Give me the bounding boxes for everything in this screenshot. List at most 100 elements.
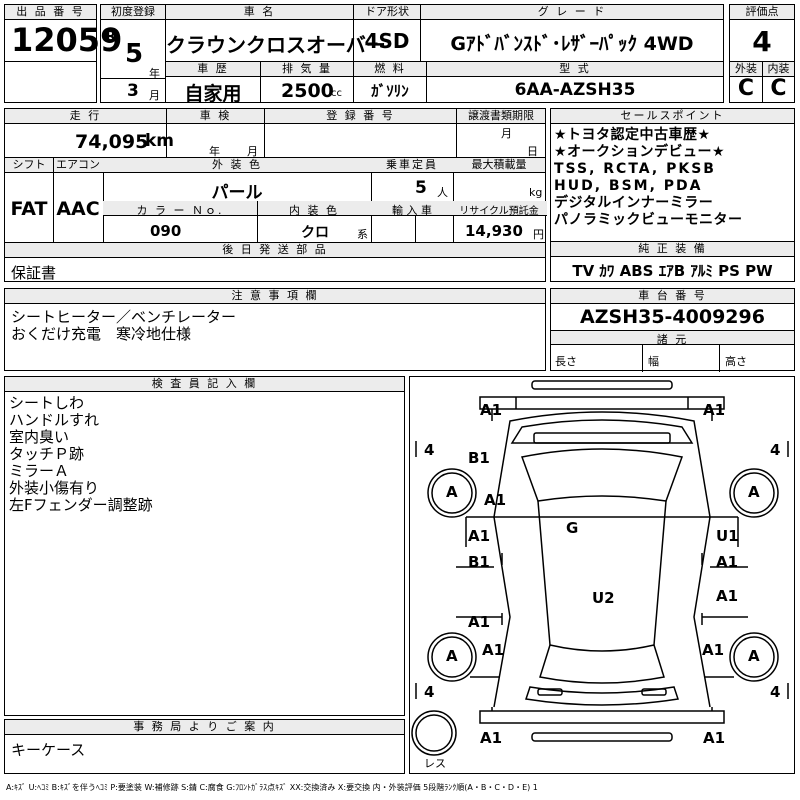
int-grade-label: 内装 (763, 62, 794, 77)
lot-number: 12059 (11, 21, 123, 59)
history-cell: 車 歴 自家用 (165, 61, 261, 105)
fuel-cell: 燃 料 ｶﾞｿﾘﾝ (353, 61, 427, 103)
model-label: 型 式 (427, 62, 723, 77)
grade-cell: グ レ ー ド Gｱﾄﾞﾊﾞﾝｽﾄﾞ･ﾚｻﾞｰﾊﾟｯｸ 4WD (420, 4, 724, 62)
lot-number-cell: 出 品 番 号 12059 (4, 4, 122, 62)
score: 4 (752, 25, 772, 58)
history: 自家用 (184, 83, 242, 105)
transfer-label: 譲渡書類期限 (457, 109, 545, 124)
mark-wheel-rr: A (748, 647, 760, 665)
mark-trunk: U2 (592, 589, 615, 607)
sales-points-cell: セールスポイント ★トヨタ認定中古車歴★ ★オークションデビュー★ TSS, R… (550, 108, 795, 242)
inspector-notes-cell: 検 査 員 記 入 欄 シートしわ ハンドルすれ 室内臭い タッチＰ跡 ミラーＡ… (4, 376, 405, 716)
recycle-unit: 円 (533, 228, 544, 241)
mileage-cell: 走 行 74,095 km (4, 108, 174, 158)
transfer-cell: 譲渡書類期限 月 日 (456, 108, 546, 158)
mark-door-fr-1: U1 (716, 527, 739, 545)
first-registration-label: 初度登録 (101, 5, 165, 20)
mark-rear-right: A1 (703, 729, 726, 747)
fuel-label: 燃 料 (354, 62, 426, 77)
capacity: 5 (415, 178, 427, 198)
shift: FAT (10, 198, 48, 220)
displacement: 2500 (281, 80, 334, 102)
mark-wheel-fr: A (748, 483, 760, 501)
mark-quarter-left: A1 (482, 641, 505, 659)
int-grade-cell: 内装 C (762, 61, 795, 103)
car-name: クラウンクロスオーバー (166, 33, 386, 57)
inspection-year-unit: 年 (209, 145, 220, 158)
model: 6AA-AZSH35 (514, 80, 636, 100)
inspector-note: シートしわ (9, 394, 85, 412)
mark-wheel-rl: A (446, 647, 458, 665)
door-cell: ドア形状 4SD (353, 4, 421, 62)
equipment-cell: 純 正 装 備 TV ｶﾜ ABS ｴｱB ｱﾙﾐ PS PW (550, 241, 795, 282)
length-label: 長さ (555, 355, 577, 368)
inspector-note: ミラーＡ (9, 462, 70, 480)
sales-point: パノラミックビューモニター (554, 212, 743, 228)
color-number: 090 (150, 222, 182, 240)
load-label: 最大積載量 (453, 158, 545, 173)
capacity-unit: 人 (437, 186, 448, 199)
chassis-label: 車 台 番 号 (551, 289, 794, 304)
spare-tire-label: レス (424, 757, 446, 770)
car-name-label: 車 名 (166, 5, 353, 20)
model-cell: 型 式 6AA-AZSH35 (426, 61, 724, 103)
damage-diagram: A1 A1 4 4 B1 A1 A A G A1 B1 U1 A1 U2 A1 … (409, 376, 795, 774)
interior-color: クロ (301, 225, 329, 241)
car-name-cell: 車 名 クラウンクロスオーバー (165, 4, 386, 62)
score-label: 評価点 (730, 5, 794, 20)
color-label: 外 装 色 (103, 158, 371, 173)
equipment-label: 純 正 装 備 (551, 242, 794, 257)
mark-roof: G (566, 519, 579, 537)
sales-point: ★オークションデビュー★ (554, 144, 726, 160)
mileage: 74,095 (75, 131, 149, 153)
note-line: シートヒーター／ベンチレーター (11, 308, 237, 326)
door-label: ドア形状 (354, 5, 420, 20)
inspector-notes-list: シートしわ ハンドルすれ 室内臭い タッチＰ跡 ミラーＡ 外装小傷有り 左Fフェ… (9, 395, 153, 514)
inspector-notes-label: 検 査 員 記 入 欄 (5, 377, 404, 392)
mark-front-left: A1 (480, 401, 503, 419)
transfer-day-unit: 日 (527, 145, 538, 158)
inspection-label: 車 検 (167, 109, 264, 124)
mark-fender-left: A1 (484, 491, 507, 509)
note-line: おくだけ充電 寒冷地仕様 (11, 325, 192, 343)
score-cell: 評価点 4 (729, 4, 795, 62)
inspector-note: 外装小傷有り (9, 479, 100, 497)
mark-tread-rr: 4 (770, 683, 781, 701)
sales-point: HUD, BSM, PDA (554, 178, 703, 194)
dims-label: 諸 元 (656, 333, 689, 346)
registration-cell: 登 録 番 号 (264, 108, 457, 158)
shift-label: シフト (5, 158, 53, 173)
sales-point: ★トヨタ認定中古車歴★ (554, 127, 711, 143)
mark-door-rl: A1 (468, 613, 491, 631)
sales-points-list: ★トヨタ認定中古車歴★ ★オークションデビュー★ TSS, RCTA, PKSB… (554, 127, 743, 229)
era: R (105, 27, 117, 45)
inspection-month-unit: 月 (247, 145, 258, 158)
lot-number-label: 出 品 番 号 (5, 5, 96, 20)
mark-tread-rl: 4 (424, 683, 435, 701)
grade: Gｱﾄﾞﾊﾞﾝｽﾄﾞ･ﾚｻﾞｰﾊﾟｯｸ 4WD (450, 33, 694, 55)
reg-year: 5 (125, 39, 144, 69)
mark-quarter-right: A1 (702, 641, 725, 659)
height-label: 高さ (725, 355, 747, 368)
registration-label: 登 録 番 号 (265, 109, 456, 124)
month-unit: 月 (149, 89, 160, 102)
import-label: 輸 入 車 (392, 204, 432, 217)
ext-grade-label: 外装 (730, 62, 762, 77)
exterior-color: パール (211, 183, 263, 203)
mark-door-fl-1: A1 (468, 527, 491, 545)
spec-grid: シフト エアコン FAT AAC 外 装 色 パール 乗車定員 5 人 最大積載… (4, 157, 547, 244)
recycle-fee: 14,930 (465, 222, 523, 240)
color-no-label: カ ラ ー Ｎｏ. (136, 204, 224, 217)
history-label: 車 歴 (166, 62, 260, 77)
int-grade: C (770, 76, 787, 101)
notes-list: シートヒーター／ベンチレーター おくだけ充電 寒冷地仕様 (11, 309, 236, 343)
notes-cell: 注 意 事 項 欄 シートヒーター／ベンチレーター おくだけ充電 寒冷地仕様 (4, 288, 546, 371)
chassis-cell: 車 台 番 号 AZSH35-4009296 諸 元 長さ 幅 高さ (550, 288, 795, 372)
sales-point: デジタルインナーミラー (554, 195, 714, 211)
interior-label: 内 装 色 (289, 204, 339, 217)
equipment: TV ｶﾜ ABS ｴｱB ｱﾙﾐ PS PW (572, 262, 773, 280)
mark-rear-left: A1 (480, 729, 503, 747)
car-outline (411, 380, 789, 756)
inspector-note: 左Fフェンダー調整跡 (9, 496, 153, 514)
